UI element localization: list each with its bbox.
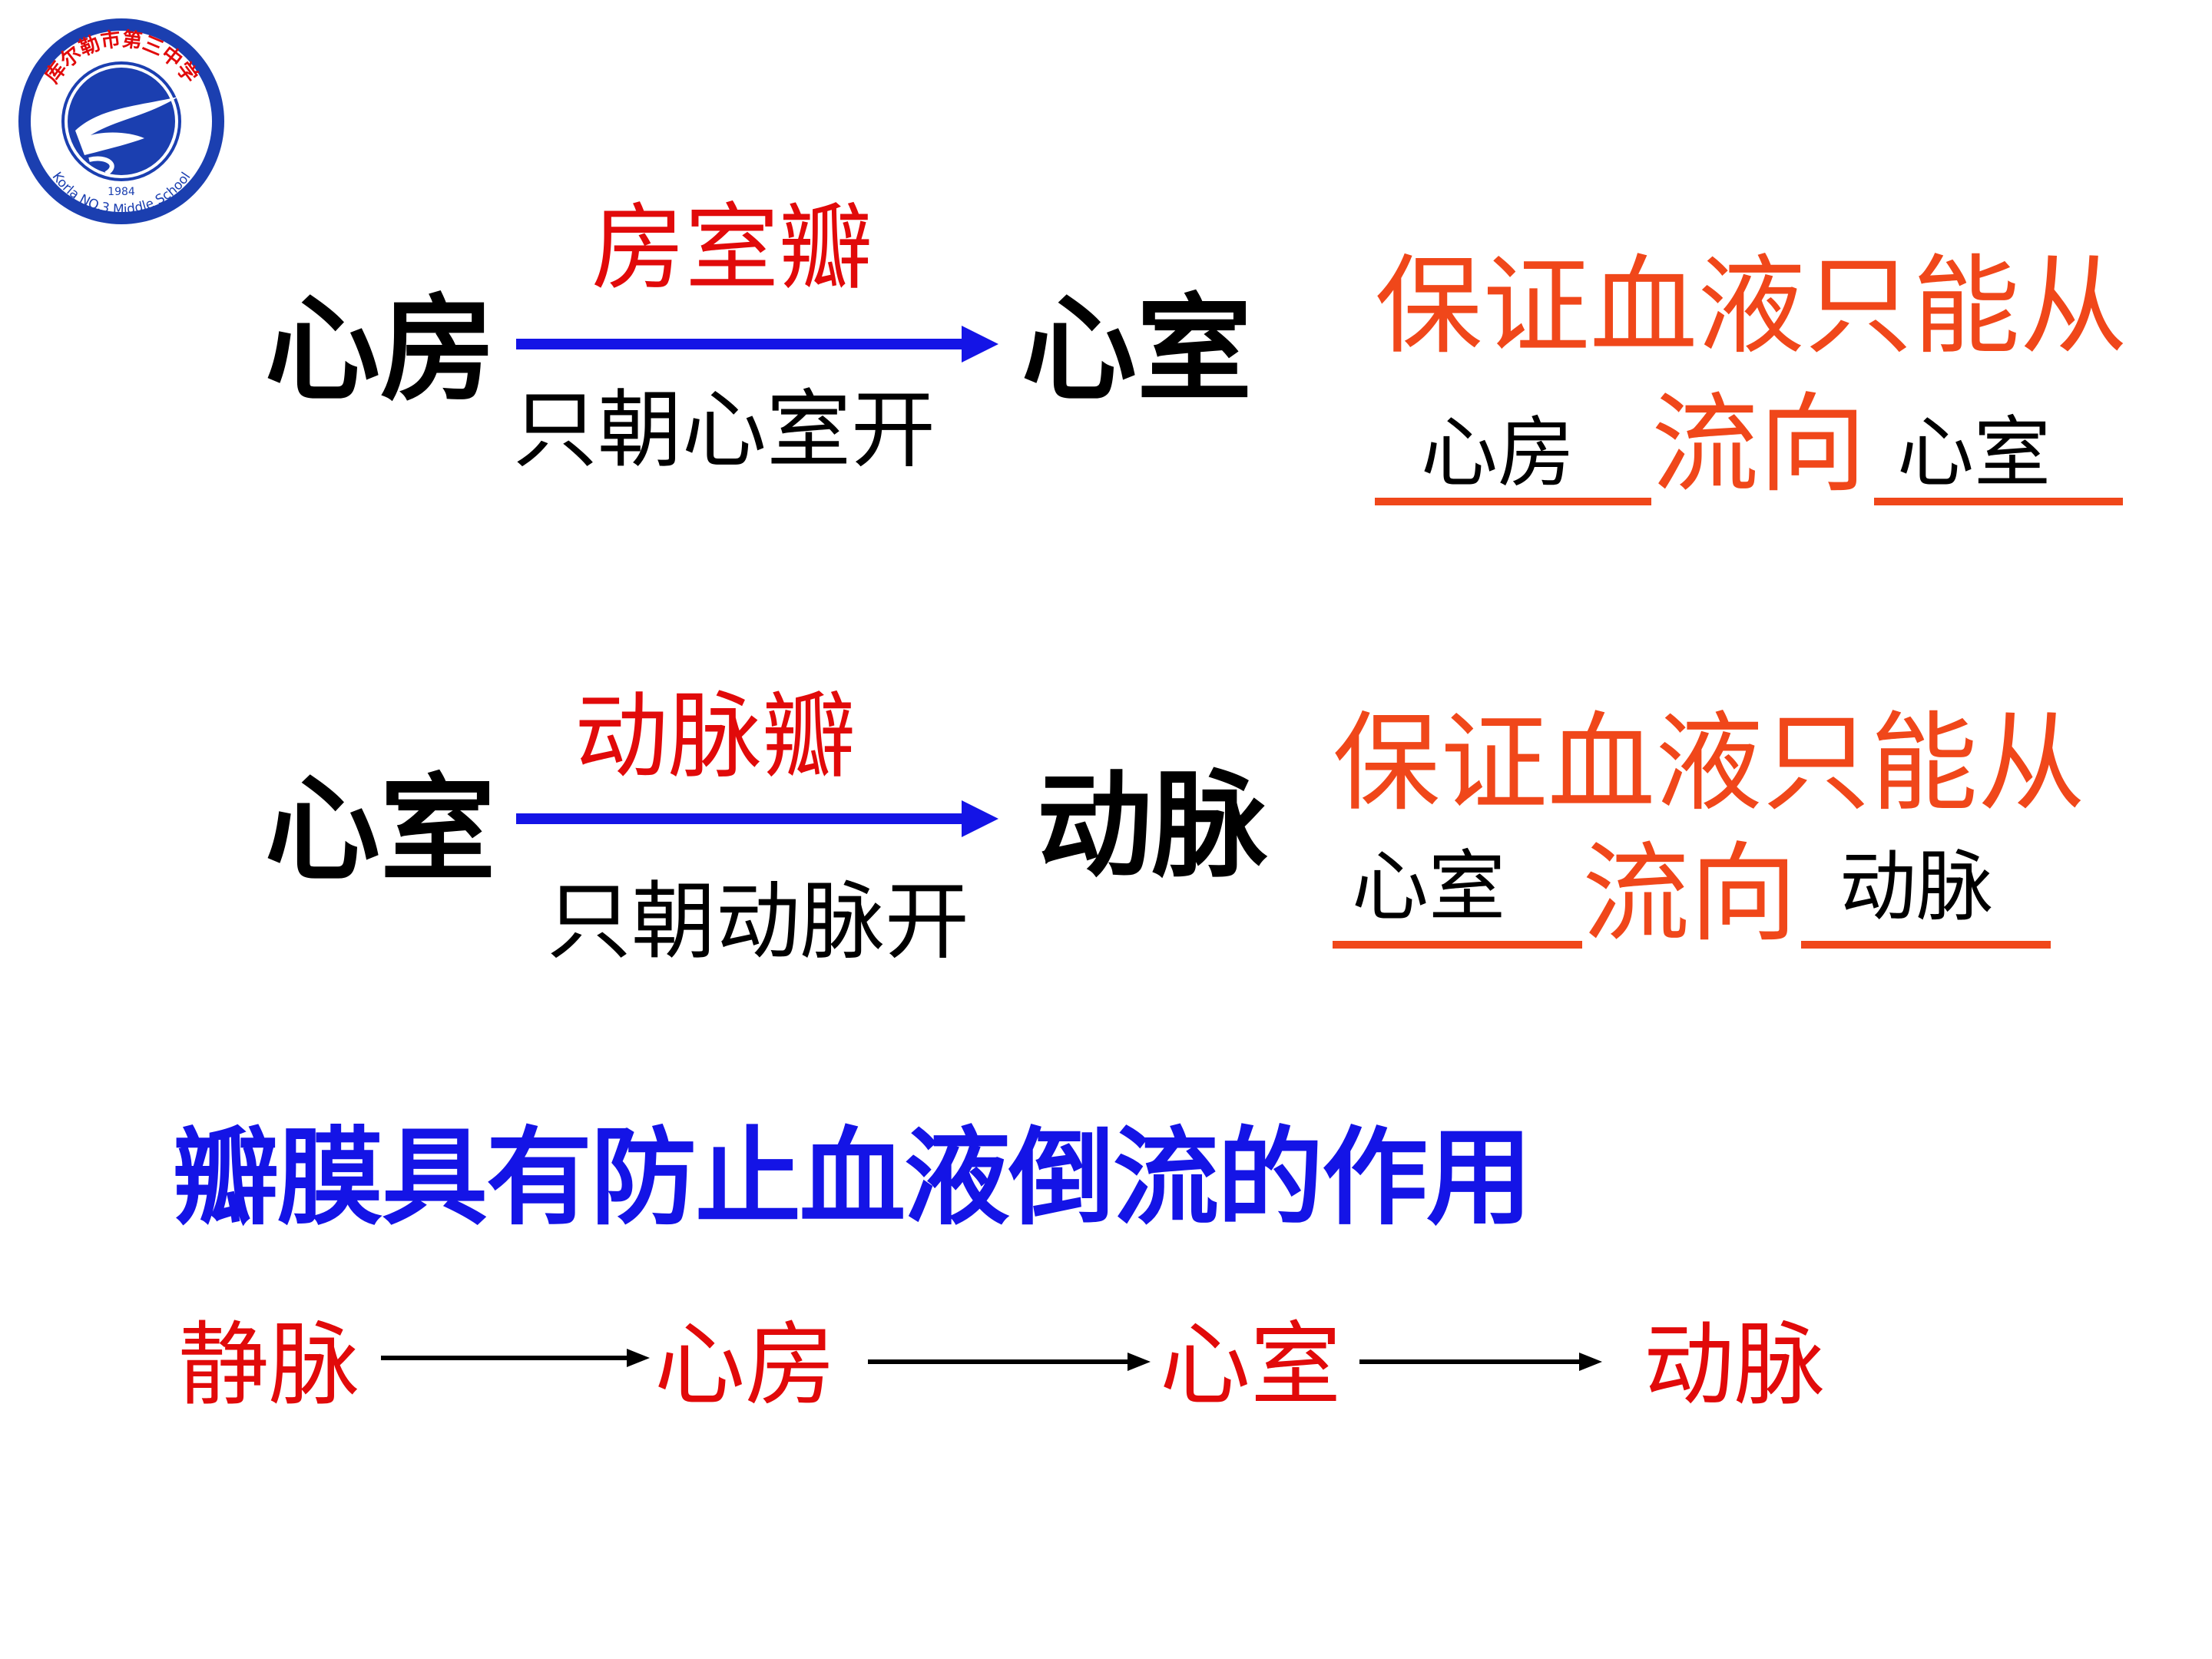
row1-blank1-answer: 心房 xyxy=(1421,408,1575,498)
row1-valve-label: 房室瓣 xyxy=(591,194,873,303)
row1-opens-label: 只朝心室开 xyxy=(513,381,935,479)
row1-flow-word: 流向 xyxy=(1651,382,1867,508)
row1-from: 心房 xyxy=(265,282,496,417)
path-step-2: 心房 xyxy=(654,1312,836,1418)
school-logo-icon: 库尔勒市第三中学 Korla NO.3 Middle School 1984 xyxy=(18,18,224,224)
row1-blank2-answer: 心室 xyxy=(1897,408,2051,498)
row2-arrow-icon xyxy=(516,800,998,837)
row2-valve-label: 动脉瓣 xyxy=(575,682,856,791)
row2-guarantee-text: 保证血液只能从 xyxy=(1333,701,2086,826)
path-step-1: 静脉 xyxy=(178,1312,360,1418)
row1-blank1-underline xyxy=(1375,498,1651,505)
path-arrow-2-icon xyxy=(868,1353,1151,1371)
row1-guarantee-text: 保证血液只能从 xyxy=(1375,244,2128,369)
summary-statement: 瓣膜具有防止血液倒流的作用 xyxy=(173,1116,1532,1240)
row1-blank2-underline xyxy=(1874,498,2123,505)
path-step-4: 动脉 xyxy=(1644,1312,1826,1418)
path-step-3: 心室 xyxy=(1160,1312,1342,1418)
logo-year: 1984 xyxy=(108,186,135,198)
row2-blank2-answer: 动脉 xyxy=(1839,842,1993,932)
row2-to: 动脉 xyxy=(1037,758,1268,893)
row2-blank1-answer: 心室 xyxy=(1352,842,1505,932)
path-arrow-3-icon xyxy=(1359,1353,1602,1371)
row2-blank2-underline xyxy=(1801,941,2051,949)
path-arrow-1-icon xyxy=(381,1349,650,1367)
row2-from: 心室 xyxy=(265,762,496,897)
row2-flow-word: 流向 xyxy=(1582,832,1798,957)
row2-opens-label: 只朝动脉开 xyxy=(547,873,969,971)
row2-blank1-underline xyxy=(1333,941,1582,949)
row1-arrow-icon xyxy=(516,326,998,363)
row1-to: 心室 xyxy=(1022,282,1253,417)
